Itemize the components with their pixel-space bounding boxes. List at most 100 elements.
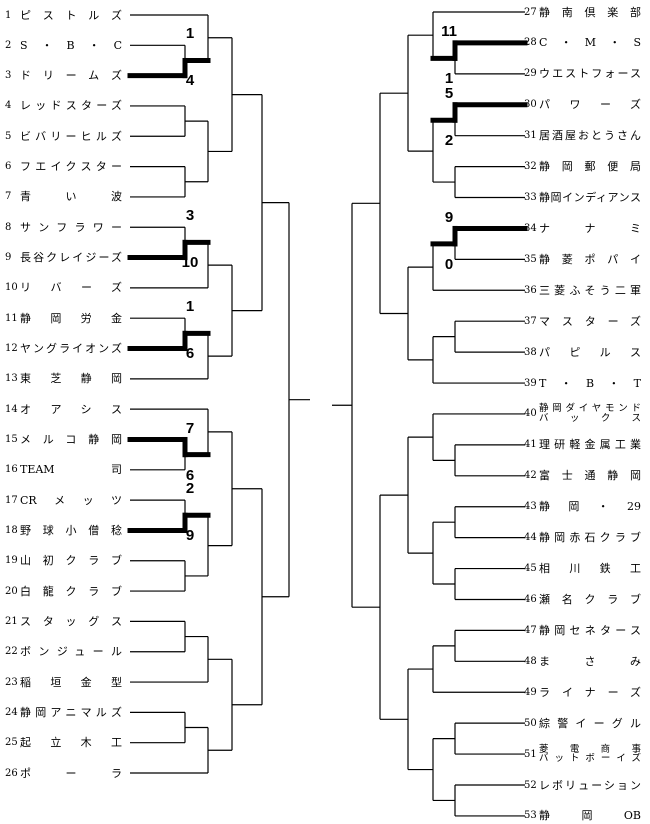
team-name: オアシス [20, 402, 122, 416]
match-score: 6 [185, 466, 195, 484]
team-name: 野球小僧稔 [20, 523, 122, 537]
team-name: S・B・C [20, 38, 122, 52]
team-number: 43 [524, 501, 537, 513]
match-score: 5 [444, 85, 454, 103]
team-name: ビバリーヒルズ [20, 129, 122, 143]
match-score: 10 [181, 254, 199, 272]
team-name: 静岡赤石クラブ [539, 531, 641, 545]
team-number: 23 [5, 676, 18, 688]
team-name: リバーズ [20, 281, 122, 295]
team-name: 静岡OB [539, 809, 641, 823]
match-score: 9 [444, 208, 454, 226]
team-number: 7 [5, 191, 12, 203]
team-number: 16 [5, 464, 18, 476]
team-name: ヤングライオンズ [20, 342, 122, 356]
team-number: 47 [524, 624, 537, 636]
team-name: 三菱ふそう二軍 [539, 283, 641, 297]
team-name: 綜警イーグル [539, 716, 641, 730]
team-name: 静岡郵便局 [539, 160, 641, 174]
team-number: 11 [5, 312, 18, 324]
team-name: ライナーズ [539, 685, 641, 699]
team-number: 8 [5, 221, 12, 233]
team-name: 東芝静岡 [20, 372, 122, 386]
team-name: 相川鉄工 [539, 562, 641, 576]
team-number: 29 [524, 68, 537, 80]
team-number: 41 [524, 439, 537, 451]
team-name: 山初クラブ [20, 554, 122, 568]
team-number: 26 [5, 767, 18, 779]
team-name: ピストルズ [20, 8, 122, 22]
team-number: 18 [5, 524, 18, 536]
team-number: 37 [524, 315, 537, 327]
match-score: 3 [185, 207, 195, 225]
team-number: 48 [524, 655, 537, 667]
team-name: 白龍クラブ [20, 584, 122, 598]
team-number: 45 [524, 563, 537, 575]
match-score: 2 [444, 132, 454, 150]
team-number: 22 [5, 646, 18, 658]
match-score: 2 [185, 480, 195, 498]
team-name: スタッグス [20, 614, 122, 628]
team-name: 静菱ポパイ [539, 252, 641, 266]
team-name: 静岡ダイヤモンド バックス [539, 403, 641, 424]
match-score: 11 [441, 23, 457, 41]
team-name: ウエストフォース [539, 67, 641, 81]
team-name: レボリューション [539, 778, 641, 792]
match-score: 1 [444, 70, 454, 88]
team-name: マスターズ [539, 314, 641, 328]
team-entry: 5 ビバリーヒルズ [5, 128, 122, 144]
team-name: 静岡アニマルズ [20, 705, 122, 719]
team-name: ボンジュール [20, 645, 122, 659]
team-name: TEAM司 [20, 463, 122, 477]
team-number: 27 [524, 6, 537, 18]
team-number: 51 [524, 748, 537, 760]
team-number: 9 [5, 252, 12, 264]
team-number: 13 [5, 373, 18, 385]
team-number: 25 [5, 737, 18, 749]
team-name: 起立木工 [20, 736, 122, 750]
team-name: レッドスターズ [20, 99, 122, 113]
team-number: 36 [524, 284, 537, 296]
team-number: 20 [5, 585, 18, 597]
team-number: 5 [5, 130, 12, 142]
team-number: 49 [524, 686, 537, 698]
team-number: 12 [5, 343, 18, 355]
team-number: 52 [524, 779, 537, 791]
team-number: 50 [524, 717, 537, 729]
match-score: 1 [185, 298, 195, 316]
team-name: 静岡労金 [20, 311, 122, 325]
team-name: パワーズ [539, 98, 641, 112]
match-score: 0 [444, 255, 454, 273]
team-number: 46 [524, 593, 537, 605]
team-name: ドリームズ [20, 69, 122, 83]
team-name: 富士通静岡 [539, 469, 641, 483]
